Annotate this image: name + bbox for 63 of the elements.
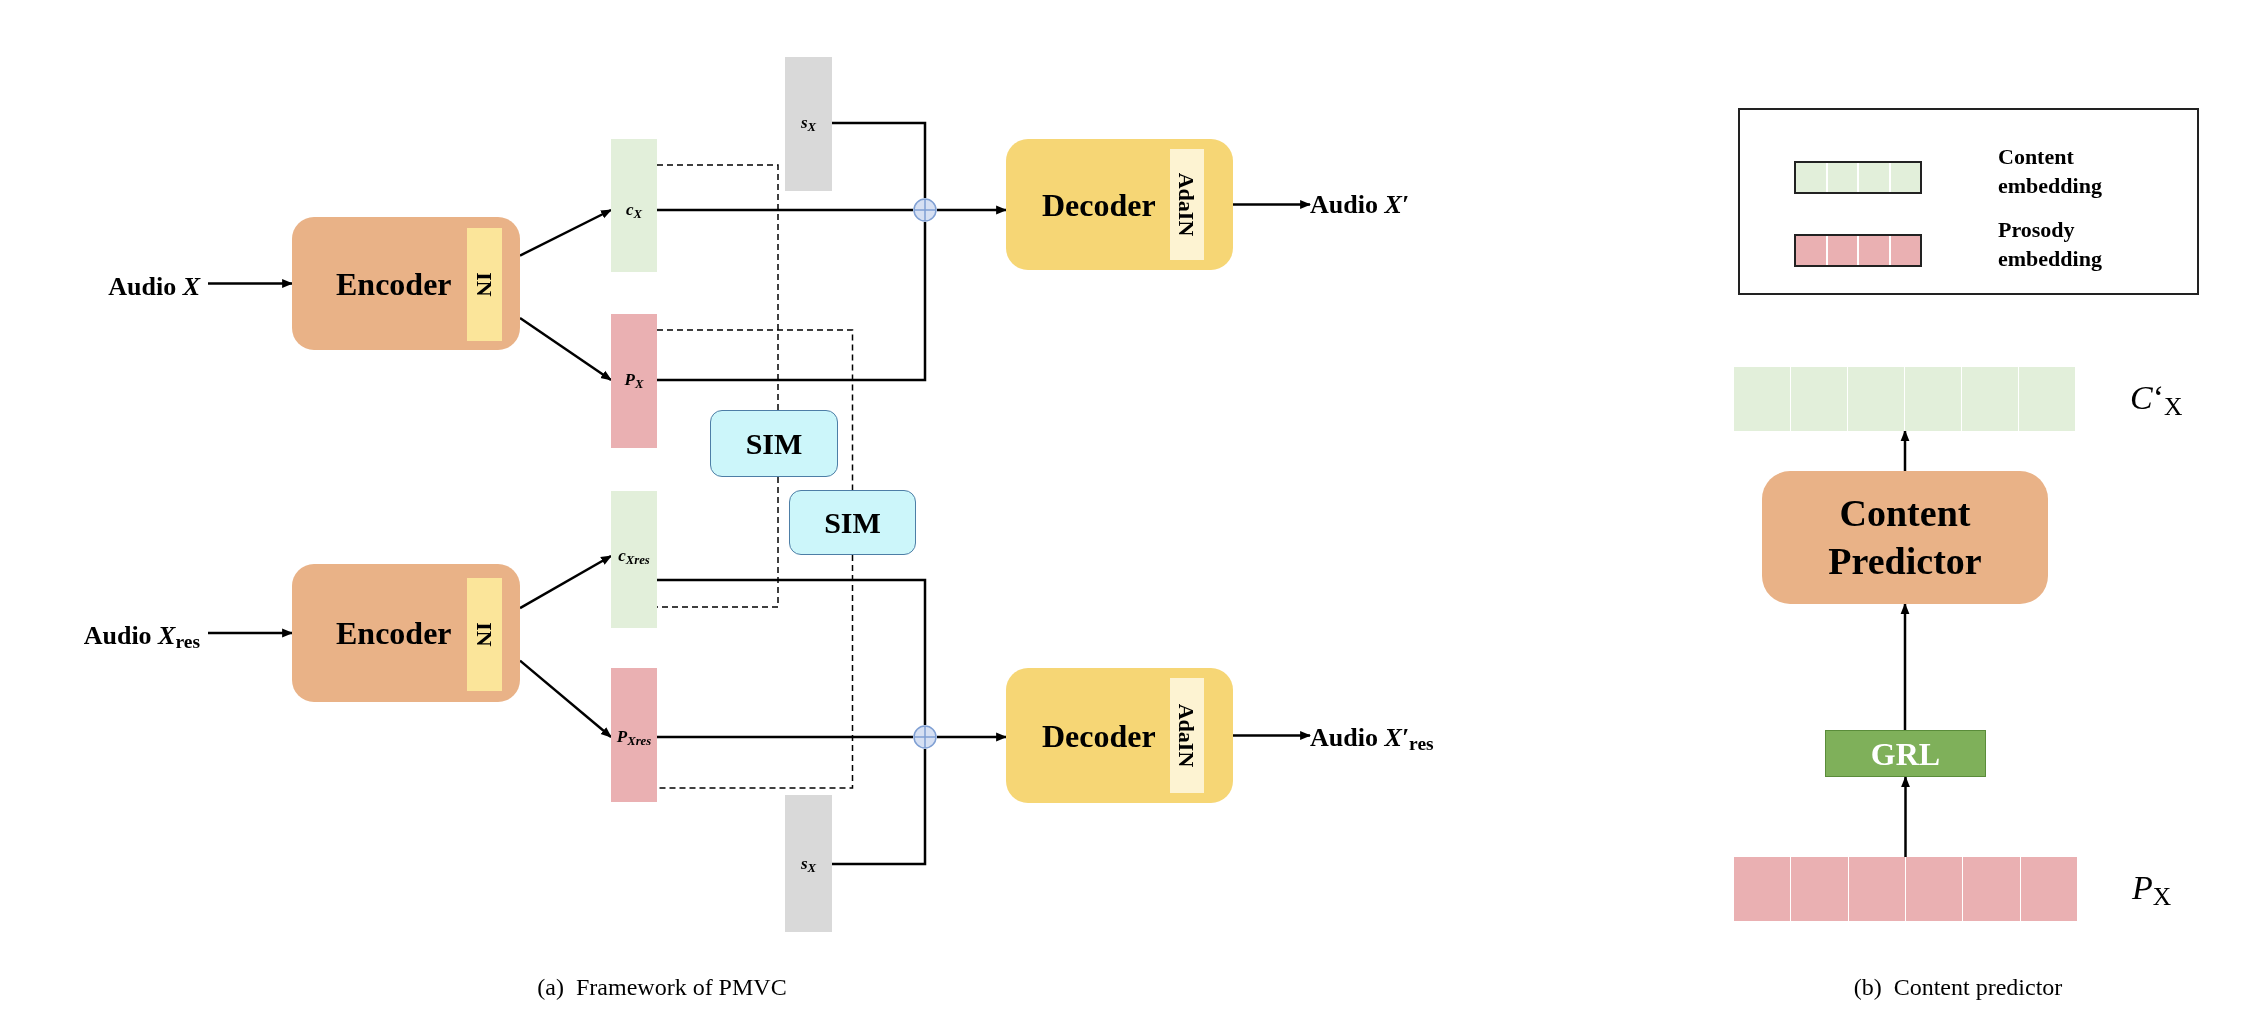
arrow <box>208 279 294 288</box>
embedding-vector <box>1734 367 2075 431</box>
embedding-bar <box>611 491 657 628</box>
arrow <box>1233 731 1312 740</box>
arrow <box>208 628 294 638</box>
block-label: Encoder <box>336 614 452 653</box>
vector-label: C‘$_{X}$ <box>2130 381 2183 415</box>
norm-strip <box>1170 149 1204 260</box>
panel-caption: (b) Content predictor <box>1853 973 2063 1002</box>
dashed-connector <box>656 164 779 411</box>
arrow <box>519 554 612 610</box>
decoder-block <box>1006 139 1233 270</box>
panel-caption: (a) Framework of PMVC <box>537 973 787 1002</box>
arrow <box>1901 775 1910 857</box>
norm-strip <box>467 228 502 341</box>
io-label: Audio X$_{res}$ <box>83 619 200 655</box>
speaker-bar <box>785 795 832 932</box>
encoder-block <box>292 217 520 350</box>
arrow <box>519 659 612 738</box>
arrow <box>1233 200 1312 209</box>
norm-strip <box>467 578 502 691</box>
grl-block <box>1825 730 1986 777</box>
sum-circle <box>913 198 937 222</box>
legend-label: Content embedding <box>1998 143 2103 200</box>
dashed-connector <box>656 329 854 491</box>
strip-label: AdaIN <box>1173 703 1201 768</box>
io-label: Audio X <box>108 270 200 303</box>
block-label: Decoder <box>1042 716 1156 756</box>
vector-label: P$_{X}$ <box>2132 871 2172 905</box>
arrow <box>937 732 1008 742</box>
block-label: Content Predictor <box>1827 491 1983 584</box>
norm-strip <box>1170 678 1204 793</box>
block-label: GRL <box>1870 734 1941 774</box>
block-label: SIM <box>745 426 803 462</box>
strip-label: AdaIN <box>1173 172 1201 237</box>
embedding-label: s$_{X}$ <box>799 855 818 872</box>
embedding-label: P$_{X}$ <box>623 371 645 388</box>
sum-circle <box>913 725 937 749</box>
predictor-block <box>1762 471 2048 604</box>
strip-label: IN <box>471 622 498 647</box>
embedding-bar <box>611 139 657 272</box>
legend-label: Prosody embedding <box>1998 216 2103 273</box>
embedding-label: c$_{X}$ <box>624 201 644 218</box>
arrow <box>519 208 612 257</box>
io-label: Audio X′ <box>1310 188 1410 221</box>
block-label: Decoder <box>1042 185 1156 225</box>
decoder-block <box>1006 668 1233 803</box>
sim-block <box>710 410 838 477</box>
io-label: Audio X′$_{res}$ <box>1310 721 1434 757</box>
embedding-bar <box>611 668 657 802</box>
arrow <box>1900 429 1910 471</box>
block-label: SIM <box>824 505 881 541</box>
block-label: Encoder <box>336 264 452 304</box>
embedding-bar <box>611 314 657 448</box>
encoder-block <box>292 564 520 702</box>
arrow <box>519 317 612 382</box>
embedding-label: s$_{X}$ <box>799 114 818 131</box>
arrow <box>1900 602 1910 730</box>
strip-label: IN <box>471 272 498 297</box>
embedding-vector <box>1734 857 2077 921</box>
arrow <box>937 205 1008 215</box>
sim-block <box>789 490 916 555</box>
speaker-bar <box>785 57 832 191</box>
